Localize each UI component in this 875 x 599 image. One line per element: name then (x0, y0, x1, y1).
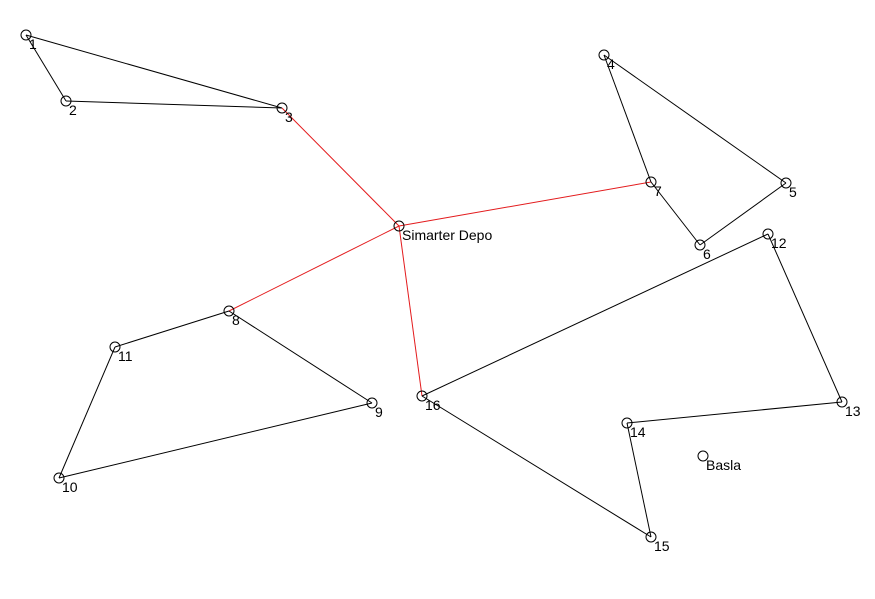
node-label: 16 (425, 397, 441, 413)
node-label: 10 (62, 479, 78, 495)
depot-link-edge (398, 181, 652, 227)
node-marker (60, 95, 72, 107)
route-edge (58, 346, 116, 479)
depot-link-edge (281, 107, 400, 227)
node-marker (393, 220, 405, 232)
route-edges (25, 34, 843, 538)
route-edge (58, 402, 373, 479)
route-edge (228, 310, 373, 404)
route-edge (65, 100, 283, 109)
node-8: 8 (223, 305, 240, 328)
node-label: Simarter Depo (402, 227, 492, 243)
node-3: 3 (276, 102, 293, 125)
node-marker (645, 531, 657, 543)
route-edge (25, 34, 283, 109)
node-7: 7 (645, 176, 662, 199)
node-label: 13 (845, 403, 861, 419)
node-marker (20, 29, 32, 41)
node-label: 14 (630, 424, 646, 440)
node-label: 5 (789, 184, 797, 200)
node-label: 15 (654, 538, 670, 554)
node-label: 1 (29, 36, 37, 52)
node-marker (366, 397, 378, 409)
route-edge (25, 34, 67, 102)
node-marker (697, 450, 709, 462)
depot-link-edge (398, 225, 423, 397)
node-16: 16 (416, 390, 441, 413)
node-6: 6 (694, 239, 711, 262)
node-marker (780, 177, 792, 189)
start-node: Basla (697, 450, 741, 473)
route-edge (603, 54, 652, 183)
node-label: 9 (375, 404, 383, 420)
route-edge (767, 233, 843, 403)
node-marker (276, 102, 288, 114)
route-edge (699, 182, 787, 246)
route-edge (650, 181, 701, 246)
node-12: 12 (762, 228, 787, 251)
node-label: 12 (771, 235, 787, 251)
route-edge (626, 422, 652, 538)
node-label: 4 (607, 56, 615, 72)
node-10: 10 (53, 472, 78, 495)
node-marker (223, 305, 235, 317)
node-11: 11 (109, 341, 133, 364)
node-13: 13 (836, 396, 861, 419)
node-marker (836, 396, 848, 408)
node-label: 2 (69, 102, 77, 118)
route-edge (114, 310, 230, 348)
node-marker (621, 417, 633, 429)
node-1: 1 (20, 29, 37, 52)
depot-node: Simarter Depo (393, 220, 492, 243)
node-label: 8 (232, 312, 240, 328)
node-9: 9 (366, 397, 383, 420)
node-14: 14 (621, 417, 646, 440)
node-marker (53, 472, 65, 484)
node-label: 11 (118, 348, 133, 364)
depot-link-edge (228, 225, 400, 312)
node-marker (416, 390, 428, 402)
node-label: 6 (703, 246, 711, 262)
node-5: 5 (780, 177, 797, 200)
node-marker (694, 239, 706, 251)
route-edge (421, 233, 769, 397)
node-marker (645, 176, 657, 188)
node-label: Basla (706, 457, 741, 473)
node-label: 3 (285, 109, 293, 125)
route-edge (603, 54, 787, 184)
node-marker (598, 49, 610, 61)
route-edge (421, 395, 652, 538)
node-2: 2 (60, 95, 77, 118)
node-label: 7 (654, 183, 662, 199)
node-marker (762, 228, 774, 240)
node-15: 15 (645, 531, 670, 554)
node-4: 4 (598, 49, 615, 72)
node-marker (109, 341, 121, 353)
route-edge (626, 401, 843, 424)
